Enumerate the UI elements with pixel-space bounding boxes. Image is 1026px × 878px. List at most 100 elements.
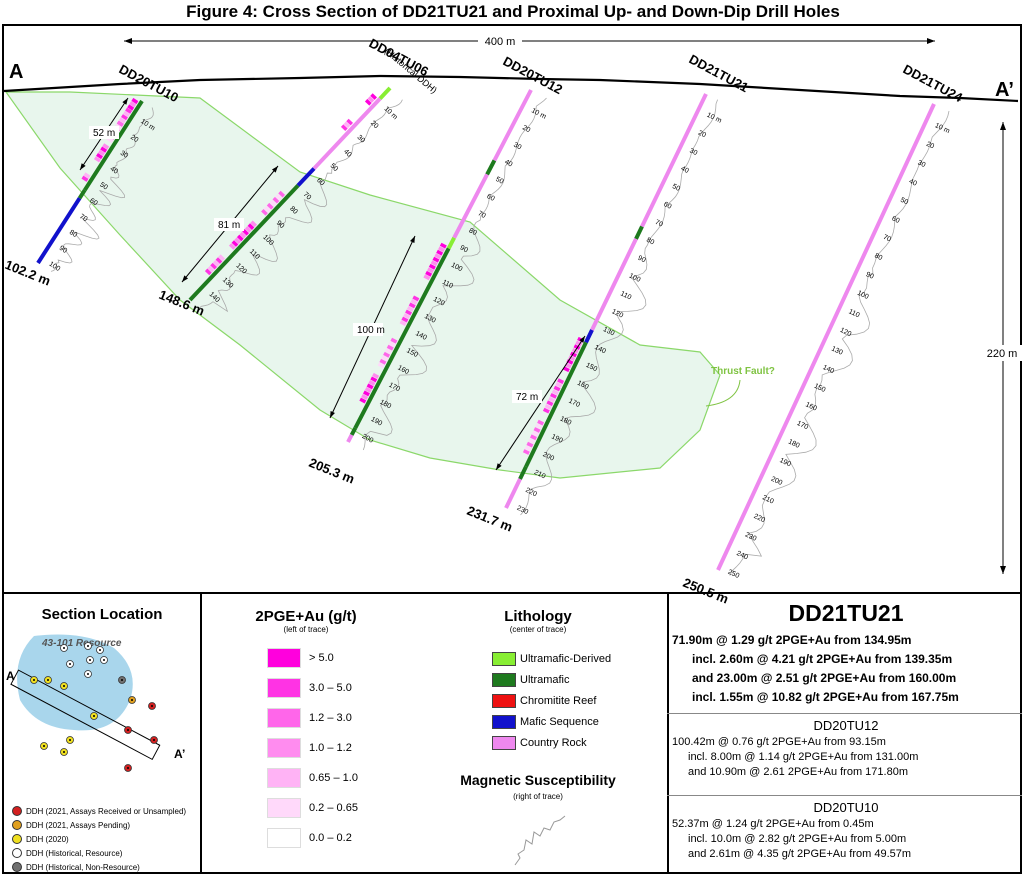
grade-interval	[343, 121, 351, 129]
depth-tick-label: 220	[753, 513, 767, 524]
result-line: incl. 10.0m @ 2.82 g/t 2PGE+Au from 5.00…	[688, 833, 907, 845]
hole-total-depth: 102.2 m	[3, 257, 53, 289]
grade-swatch	[267, 798, 301, 818]
grade-interval	[528, 438, 536, 444]
grade-legend-item: 0.2 – 0.65	[267, 798, 358, 818]
grade-interval	[408, 302, 416, 309]
grade-interval	[228, 243, 236, 250]
grade-swatch	[267, 648, 301, 668]
location-map: 43-101 Resource A A’	[6, 634, 185, 772]
grade-interval	[531, 430, 539, 437]
depth-tick-label: 80	[468, 227, 478, 237]
drill-collar-center	[153, 739, 155, 741]
magnetic-trace	[362, 97, 547, 451]
grade-interval	[439, 242, 447, 249]
grade-interval	[364, 387, 372, 393]
drill-hole-dd21tu24: 10 m203040506070809010011012013014015016…	[681, 61, 966, 606]
depth-tick-label: 60	[88, 197, 98, 207]
lithology-legend-item: Ultramafic-Derived	[492, 652, 611, 666]
grade-interval	[361, 394, 369, 400]
lithology-segment	[312, 97, 382, 170]
section-line-box	[10, 669, 161, 761]
grade-interval	[83, 172, 91, 179]
grade-interval	[535, 423, 543, 430]
lithology-swatch	[492, 736, 516, 750]
depth-tick-label: 110	[619, 290, 632, 301]
grade-interval	[231, 240, 239, 247]
lithology-segment	[634, 225, 644, 240]
depth-tick-label: 40	[342, 148, 353, 159]
result-line: and 10.90m @ 2.61 2PGE+Au from 171.80m	[688, 766, 908, 778]
drill-collar-center	[121, 679, 123, 681]
section-location-panel: Section Location 43-101 Resource A A’ DD…	[4, 596, 200, 874]
vertical-scale-label: 220 m	[987, 348, 1018, 360]
depth-tick-label: 60	[485, 193, 495, 203]
lithology-segment	[296, 167, 316, 187]
grade-legend-item: 1.2 – 3.0	[267, 708, 352, 728]
lithology-segment	[518, 465, 528, 480]
depth-tick-label: 200	[541, 451, 555, 462]
hole-name: DD04TU06	[367, 35, 431, 79]
hole-name: DD21TU24	[901, 61, 966, 105]
drill-collar-center	[69, 663, 71, 665]
drill-collar-center	[127, 767, 129, 769]
depth-tick-label: 30	[688, 147, 698, 157]
grade-interval	[526, 441, 534, 448]
grade-interval	[250, 220, 258, 228]
depth-tick-label: 10 m	[530, 107, 547, 120]
grade-interval	[377, 362, 385, 369]
result-line: 52.37m @ 1.24 g/t 2PGE+Au from 0.45m	[672, 818, 874, 830]
grade-label: 1.0 – 1.2	[309, 742, 352, 754]
grade-interval	[544, 404, 552, 410]
depth-tick-label: 130	[830, 346, 844, 357]
drill-collar-center	[99, 649, 101, 651]
grade-interval	[125, 107, 133, 114]
grade-swatch	[267, 768, 301, 788]
grade-label: 0.65 – 1.0	[309, 772, 358, 784]
result-line: and 2.61m @ 4.35 g/t 2PGE+Au from 49.57m	[688, 848, 912, 860]
grade-interval	[275, 193, 283, 201]
location-legend-label: DDH (2021, Assays Received or Unsampled)	[26, 806, 187, 816]
depth-tick-label: 100	[856, 290, 870, 301]
grade-interval	[427, 267, 434, 274]
grade-interval	[524, 445, 532, 452]
depth-tick-label: 40	[503, 159, 513, 169]
hole-name: DD20TU12	[501, 53, 565, 97]
depth-tick-label: 70	[654, 219, 664, 229]
depth-tick-label: 70	[78, 213, 88, 223]
grade-interval	[98, 149, 106, 156]
location-legend-item: DDH (Historical, Resource)	[12, 846, 186, 860]
lithology-segment	[504, 478, 522, 509]
depth-tick-label: 10 m	[706, 112, 723, 125]
drill-collar-center	[43, 745, 45, 747]
depth-tick-label: 220	[524, 487, 538, 498]
lithology-legend-item: Country Rock	[492, 736, 587, 750]
depth-tick-label: 150	[813, 383, 827, 394]
interval-label-bg	[353, 323, 383, 336]
lithology-segment	[640, 93, 708, 228]
depth-tick-label: 150	[405, 347, 419, 359]
grade-interval	[131, 97, 139, 105]
grade-interval	[218, 254, 226, 262]
topography-line	[3, 74, 1019, 103]
grade-interval	[522, 449, 530, 455]
grade-interval	[425, 270, 433, 277]
grade-interval	[247, 223, 255, 230]
grade-interval	[261, 208, 268, 216]
grade-interval	[438, 246, 445, 253]
grade-interval	[263, 205, 271, 213]
depth-tick-label: 190	[370, 416, 384, 428]
grade-legend-title: 2PGE+Au (g/t)	[255, 608, 357, 625]
depth-tick-label: 70	[882, 234, 892, 244]
depth-tick-label: 20	[369, 120, 380, 131]
vertical-scale: 220 m	[982, 122, 1022, 574]
depth-tick-label: 50	[329, 163, 340, 174]
location-legend-symbol	[12, 834, 22, 844]
depth-tick-label: 30	[512, 142, 522, 152]
grade-interval	[399, 320, 407, 327]
grade-interval	[557, 378, 565, 385]
grade-interval	[368, 379, 376, 386]
result-line: incl. 8.00m @ 1.14 g/t 2PGE+Au from 131.…	[688, 751, 919, 763]
depth-tick-label: 100	[450, 262, 464, 274]
